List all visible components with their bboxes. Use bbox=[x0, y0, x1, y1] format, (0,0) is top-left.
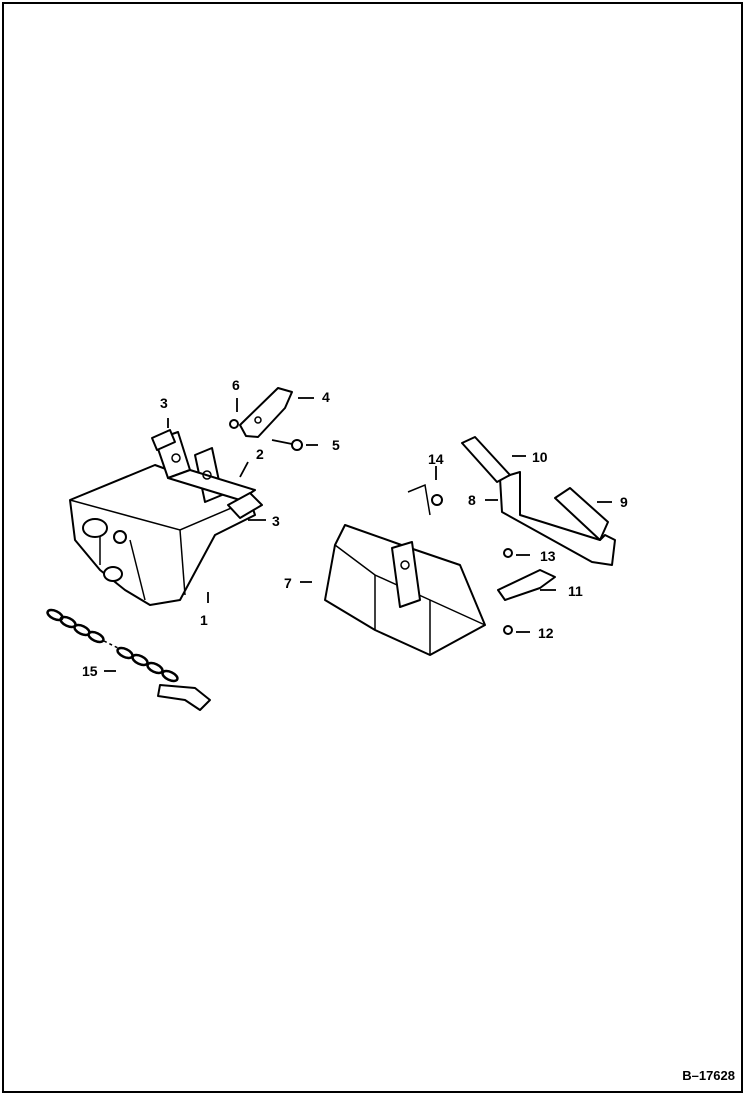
callout-3-top: 3 bbox=[160, 395, 168, 411]
callout-10: 10 bbox=[532, 449, 548, 465]
bar bbox=[461, 436, 511, 483]
bolt-small bbox=[503, 625, 513, 635]
callout-15: 15 bbox=[82, 663, 98, 679]
callout-13: 13 bbox=[540, 548, 556, 564]
nut-small bbox=[503, 548, 513, 558]
leader-lines bbox=[104, 397, 612, 672]
callout-11: 11 bbox=[568, 583, 583, 599]
side-cutter-right bbox=[227, 492, 263, 519]
bolt bbox=[271, 439, 303, 451]
figure-id: B–17628 bbox=[682, 1068, 735, 1083]
bracket bbox=[499, 471, 616, 566]
callout-3-right: 3 bbox=[272, 513, 280, 529]
callout-14: 14 bbox=[428, 451, 444, 467]
callout-9: 9 bbox=[620, 494, 628, 510]
pin bbox=[407, 483, 443, 516]
bucket-center bbox=[324, 524, 486, 656]
tooth bbox=[239, 387, 293, 438]
wedge bbox=[554, 487, 609, 541]
chain bbox=[46, 608, 211, 711]
callout-2: 2 bbox=[256, 446, 264, 462]
callout-8: 8 bbox=[468, 492, 476, 508]
callout-7: 7 bbox=[284, 575, 292, 591]
side-cutter-top bbox=[151, 429, 176, 451]
callout-6: 6 bbox=[232, 377, 240, 393]
callout-1: 1 bbox=[200, 612, 208, 628]
callout-12: 12 bbox=[538, 625, 554, 641]
callout-5: 5 bbox=[332, 437, 340, 453]
tooth-small bbox=[497, 569, 556, 601]
callout-4: 4 bbox=[322, 389, 330, 405]
nut bbox=[229, 419, 239, 429]
